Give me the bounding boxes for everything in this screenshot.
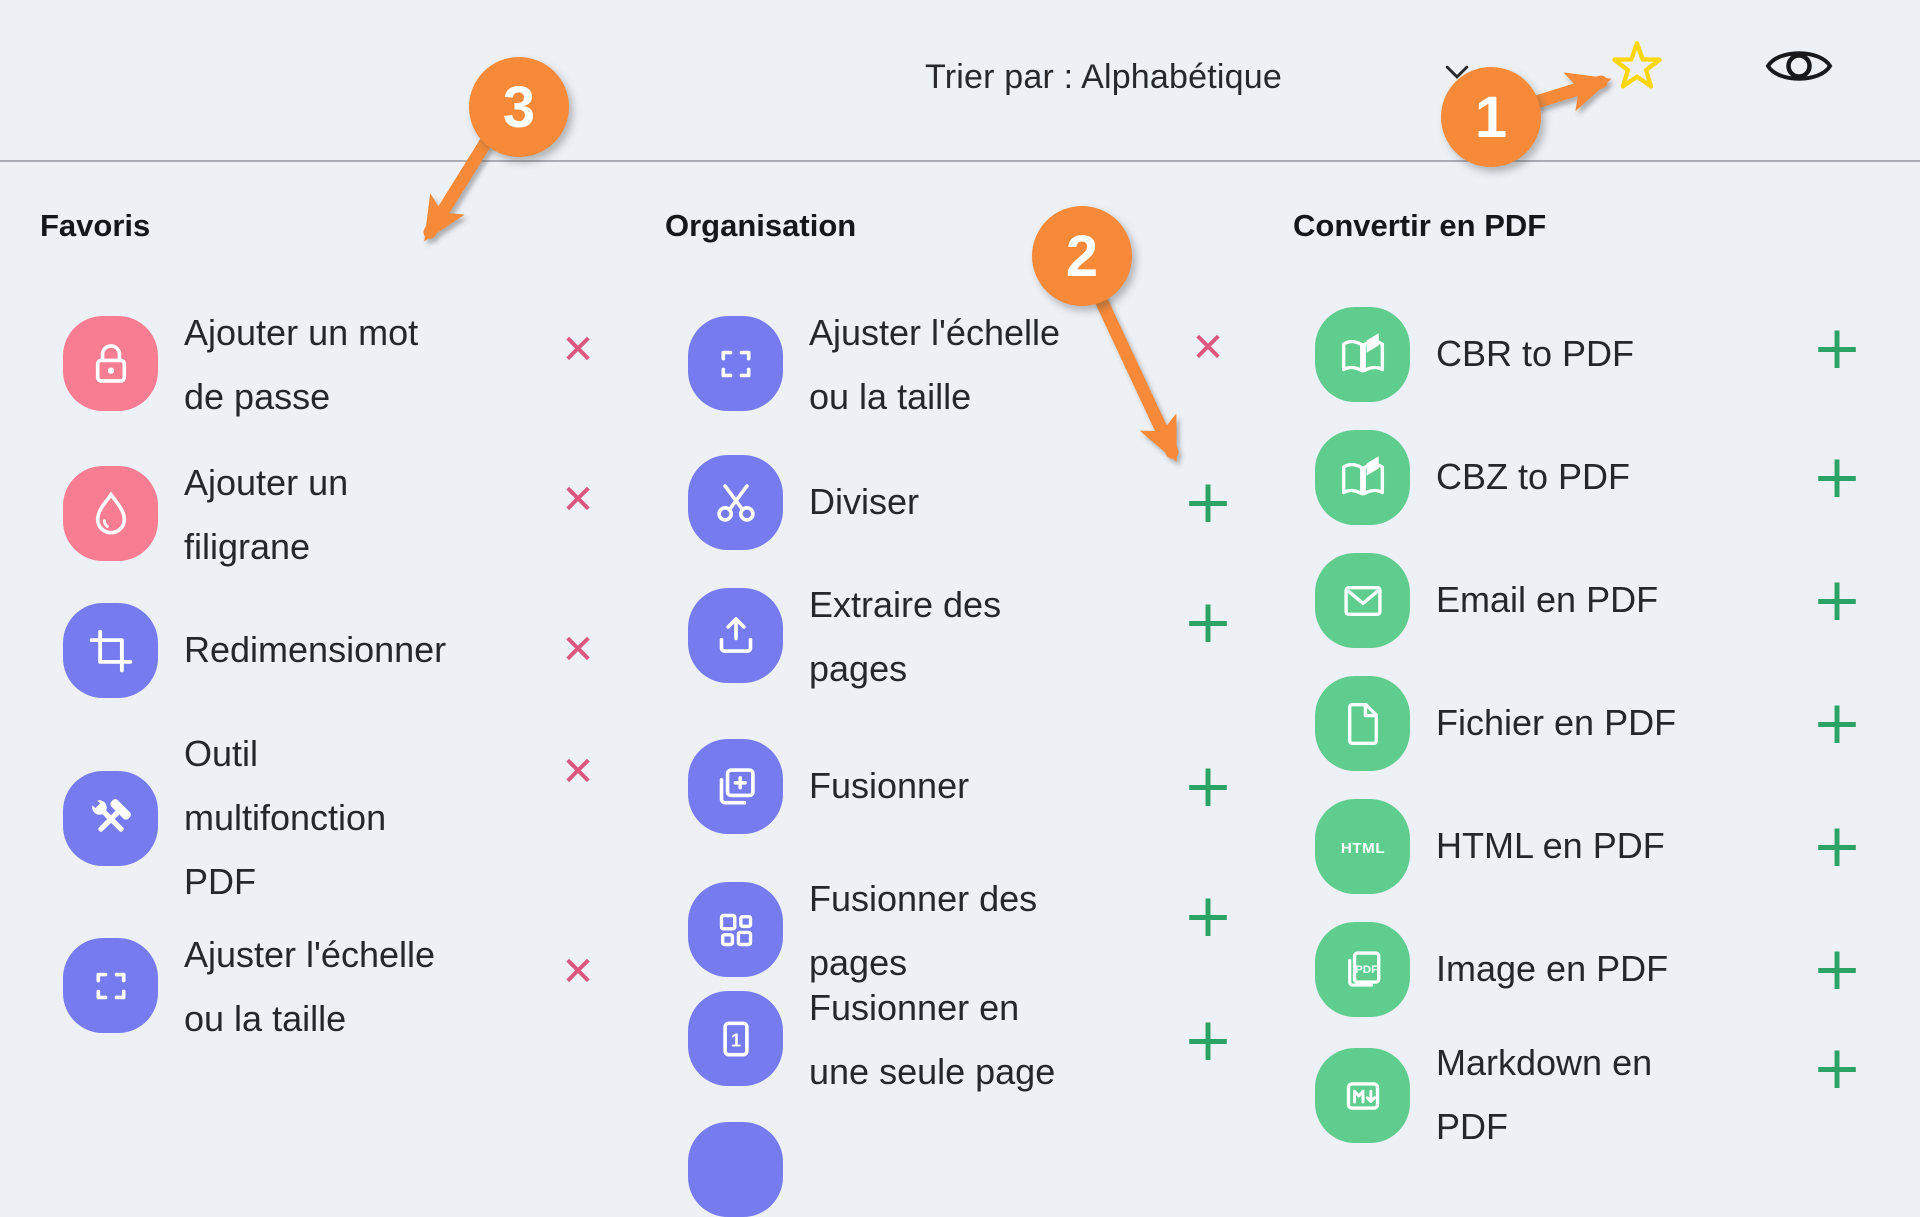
- add-tool-button[interactable]: +: [1811, 565, 1863, 635]
- comic-book-icon: [1315, 307, 1410, 402]
- multitool-icon: [63, 771, 158, 866]
- remove-favorite-button[interactable]: ✕: [561, 477, 595, 523]
- watermark-droplet-icon: [63, 466, 158, 561]
- pdf-tools-panel: { "toolbar": { "sort_label": "Trier par …: [0, 40, 1920, 1217]
- svg-text:HTML: HTML: [1340, 840, 1384, 857]
- remove-favorite-button[interactable]: ✕: [561, 949, 595, 995]
- add-tool-button[interactable]: +: [1811, 811, 1863, 881]
- tool-item-cbz-to-pdf[interactable]: CBZ to PDF: [1315, 430, 1630, 525]
- remove-tool-button[interactable]: ✕: [1191, 325, 1225, 371]
- star-icon[interactable]: [1610, 40, 1664, 92]
- svg-text:1: 1: [730, 1030, 740, 1050]
- add-tool-button[interactable]: +: [1182, 1005, 1234, 1075]
- tool-item-cbr-to-pdf[interactable]: CBR to PDF: [1315, 307, 1634, 402]
- merge-icon: [688, 739, 783, 834]
- comic-book-icon: [1315, 430, 1410, 525]
- add-tool-button[interactable]: +: [1811, 934, 1863, 1004]
- annotation-badge-3: 3: [469, 57, 569, 157]
- file-icon: [1315, 676, 1410, 771]
- column-title-favoris: Favoris: [40, 208, 151, 243]
- add-tool-button[interactable]: +: [1811, 688, 1863, 758]
- annotation-badge-2: 2: [1032, 206, 1132, 306]
- extract-pages-icon: [688, 588, 783, 683]
- email-icon: [1315, 553, 1410, 648]
- tool-item-fichier-en-pdf[interactable]: Fichier en PDF: [1315, 676, 1676, 771]
- image-pdf-icon: PDF: [1315, 922, 1410, 1017]
- tool-item-diviser[interactable]: Diviser: [688, 455, 919, 550]
- chevron-down-icon[interactable]: [1445, 64, 1469, 80]
- toolbar-divider: [0, 160, 1920, 162]
- remove-favorite-button[interactable]: ✕: [561, 749, 595, 795]
- scale-adjust-icon: [688, 316, 783, 411]
- crop-resize-icon: [63, 603, 158, 698]
- svg-text:PDF: PDF: [1355, 964, 1378, 976]
- eye-icon[interactable]: [1764, 42, 1834, 90]
- merge-pages-icon: [688, 882, 783, 977]
- annotation-arrow-2: [1093, 291, 1179, 463]
- add-tool-button[interactable]: +: [1182, 751, 1234, 821]
- add-tool-button[interactable]: +: [1811, 442, 1863, 512]
- annotation-badge-1: 1: [1441, 67, 1541, 167]
- annotation-arrow-3: [423, 135, 493, 242]
- add-tool-button[interactable]: +: [1182, 467, 1234, 537]
- tool-item-email-en-pdf[interactable]: Email en PDF: [1315, 553, 1658, 648]
- annotation-arrow-1: [1523, 72, 1612, 112]
- html-icon: HTML: [1315, 799, 1410, 894]
- lock-icon: [63, 316, 158, 411]
- tool-item-redimensionner[interactable]: Redimensionner: [63, 603, 446, 698]
- remove-favorite-button[interactable]: ✕: [561, 327, 595, 373]
- add-tool-button[interactable]: +: [1811, 1033, 1863, 1103]
- sort-by-label[interactable]: Trier par : Alphabétique: [925, 58, 1282, 96]
- add-tool-button[interactable]: +: [1811, 313, 1863, 383]
- column-title-organisation: Organisation: [665, 208, 857, 243]
- remove-favorite-button[interactable]: ✕: [561, 627, 595, 673]
- markdown-icon: [1315, 1048, 1410, 1143]
- add-tool-button[interactable]: +: [1182, 587, 1234, 657]
- tool-item-partial[interactable]: [688, 1122, 783, 1217]
- tool-item-fusionner[interactable]: Fusionner: [688, 739, 969, 834]
- scale-adjust-icon: [63, 938, 158, 1033]
- merge-single-page-icon: 1: [688, 991, 783, 1086]
- tool-item-image-en-pdf[interactable]: PDF Image en PDF: [1315, 922, 1668, 1017]
- column-title-convertir: Convertir en PDF: [1293, 208, 1547, 243]
- scissors-icon: [688, 455, 783, 550]
- tool-item-html-en-pdf[interactable]: HTML HTML en PDF: [1315, 799, 1665, 894]
- add-tool-button[interactable]: +: [1182, 881, 1234, 951]
- partial-tool-icon: [688, 1122, 783, 1217]
